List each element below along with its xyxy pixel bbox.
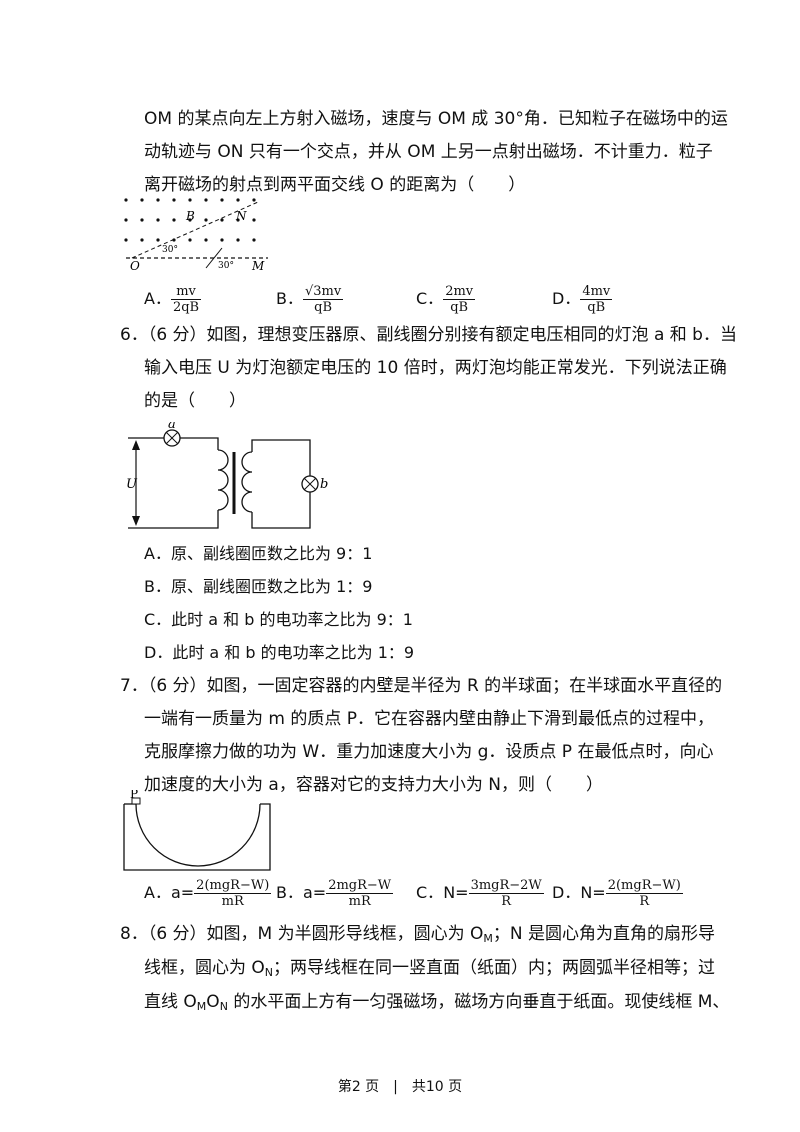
q8-line-1: 8．（6 分）如图，M 为半圆形导线框，圆心为 OM；N 是圆心角为直角的扇形导 [120, 924, 716, 945]
velocity-arrow [205, 247, 223, 269]
field-dot [204, 198, 208, 202]
field-dot [220, 198, 224, 202]
field-dot [252, 218, 256, 222]
q8-line-3: 直线 OMON 的水平面上方有一匀强磁场，磁场方向垂直于纸面。现使线框 M、 [144, 992, 730, 1013]
q5-figure-magnetic-field: O B N M 30° 30° [124, 198, 268, 272]
field-dot [236, 238, 240, 242]
q5-line-3: 离开磁场的射点到两平面交线 O 的距离为（ ） [144, 175, 526, 195]
field-dots [124, 198, 256, 242]
line-ON [131, 201, 259, 259]
field-dot [252, 198, 256, 202]
field-dot [172, 198, 176, 202]
label-O: O [130, 259, 140, 272]
field-dot [140, 198, 144, 202]
q7-line-2: 一端有一质量为 m 的质点 P．它在容器内壁由静止下滑到最低点的过程中， [144, 709, 715, 729]
q6-line-3: 的是（ ） [144, 391, 246, 411]
angle-label-2: 30° [218, 261, 234, 271]
field-dot [188, 218, 192, 222]
q6-line-2: 输入电压 U 为灯泡额定电压的 10 倍时，两灯泡均能正常发光．下列说法正确 [144, 358, 727, 378]
field-dot [204, 218, 208, 222]
field-dot [124, 218, 128, 222]
primary-coil [217, 449, 229, 511]
q7-figure-container: P [123, 790, 271, 871]
field-dot [124, 238, 128, 242]
secondary-coil [241, 451, 253, 513]
label-U: U [126, 477, 138, 492]
q7-option-a[interactable]: A．a=2(mgR−W)mR [144, 878, 272, 909]
field-dot [220, 218, 224, 222]
q7-line-3: 克服摩擦力做的功为 W．重力加速度大小为 g．设质点 P 在最低点时，向心 [144, 742, 714, 762]
q6-line-1: 6．（6 分）如图，理想变压器原、副线圈分别接有额定电压相同的灯泡 a 和 b．… [120, 325, 737, 345]
page-footer: 第2 页 | 共10 页 [337, 1079, 463, 1095]
label-N: N [235, 209, 247, 223]
label-a: a [168, 422, 176, 432]
q8-line-2: 线框，圆心为 ON；两导线框在同一竖直面（纸面）内；两圆弧半径相等；过 [144, 958, 716, 979]
label-b: b [320, 477, 328, 492]
field-dot [124, 198, 128, 202]
label-B: B [185, 209, 195, 223]
q5-line-2: 动轨迹与 ON 只有一个交点，并从 OM 上另一点射出磁场．不计重力．粒子 [144, 142, 713, 162]
q6-option-a[interactable]: A．原、副线圈匝数之比为 9：1 [144, 544, 373, 563]
q7-line-1: 7．（6 分）如图，一固定容器的内壁是半径为 R 的半球面；在半球面水平直径的 [120, 676, 723, 696]
field-dot [140, 238, 144, 242]
q6-option-c[interactable]: C．此时 a 和 b 的电功率之比为 9：1 [144, 610, 413, 629]
q7-line-4: 加速度的大小为 a，容器对它的支持力大小为 N，则（ ） [144, 775, 603, 795]
field-dot [252, 238, 256, 242]
label-M: M [251, 259, 265, 272]
q7-option-d[interactable]: D．N=2(mgR−W)R [552, 878, 683, 909]
field-dot [236, 218, 240, 222]
hemisphere-arc [135, 803, 261, 867]
particle-P [131, 797, 141, 805]
label-P: P [130, 790, 138, 801]
q5-line-1: OM 的某点向左上方射入磁场，速度与 OM 成 30°角．已知粒子在磁场中的运 [144, 109, 728, 129]
field-dot [204, 238, 208, 242]
field-dot [188, 198, 192, 202]
q6-figure-transformer: U a b [126, 422, 328, 529]
angle-label-1: 30° [162, 245, 178, 255]
field-dot [220, 238, 224, 242]
field-dot [156, 218, 160, 222]
q6-option-b[interactable]: B．原、副线圈匝数之比为 1：9 [144, 577, 373, 596]
q6-option-d[interactable]: D．此时 a 和 b 的电功率之比为 1：9 [144, 643, 415, 662]
field-dot [140, 218, 144, 222]
field-dot [156, 198, 160, 202]
field-dot [156, 238, 160, 242]
field-dot [188, 238, 192, 242]
field-dot [172, 218, 176, 222]
field-dot [236, 198, 240, 202]
